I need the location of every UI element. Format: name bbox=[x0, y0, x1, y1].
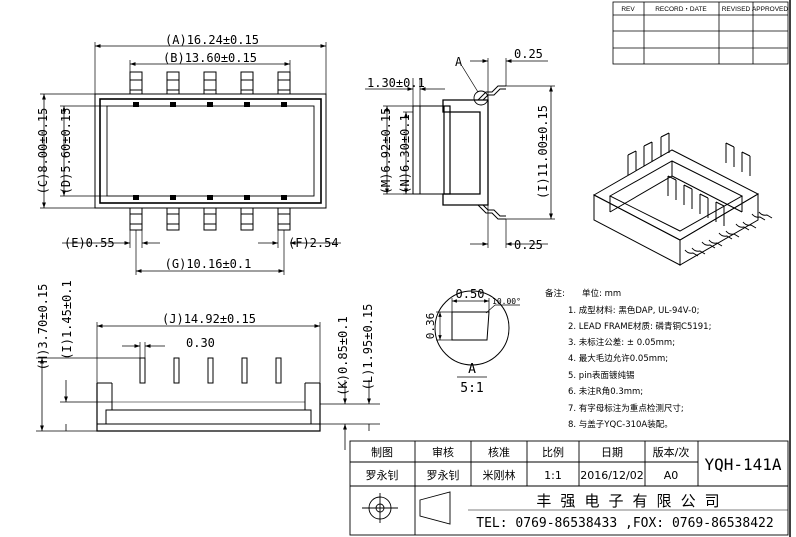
tb-value-drawn: 罗永钊 bbox=[366, 468, 399, 482]
dim-025-top-label: 0.25 bbox=[514, 47, 543, 61]
dim-c-label: (C)8.00±0.15 bbox=[36, 108, 50, 195]
notes-title: 备注: bbox=[545, 288, 565, 299]
rev-header-approved: APPROVED bbox=[752, 6, 788, 13]
notes-unit: 单位: mm bbox=[582, 288, 621, 299]
dim-m-label: (M)6.92±0.15 bbox=[379, 108, 393, 195]
dim-f-label: (F)2.54 bbox=[288, 236, 339, 250]
front-view bbox=[36, 322, 380, 450]
note-item: 2. LEAD FRAME材质: 磷青铜C5191; bbox=[568, 321, 711, 332]
note-item: 8. 与盖子YQC-310A装配。 bbox=[568, 419, 673, 430]
dim-a-label: (A)16.24±0.15 bbox=[165, 33, 259, 47]
dim-050-label: 0.50 bbox=[456, 287, 485, 301]
top-view bbox=[40, 42, 341, 275]
company-contact: TEL: 0769-86538433 ,FOX: 0769-86538422 bbox=[476, 516, 773, 531]
rev-header-revised: REVISED bbox=[722, 6, 751, 13]
dim-130-label: 1.30±0.1 bbox=[367, 76, 425, 90]
dim-036-label: 0.36 bbox=[424, 313, 437, 340]
tb-header-drawn: 制图 bbox=[371, 446, 393, 459]
detail-a-marker: A bbox=[455, 55, 463, 69]
tb-value-checked: 罗永钊 bbox=[427, 468, 460, 482]
tb-value-scale: 1:1 bbox=[544, 469, 562, 482]
part-number: YQH-141A bbox=[704, 455, 781, 474]
tb-header-scale: 比例 bbox=[542, 445, 564, 459]
dim-angle-label: 10.00° bbox=[492, 297, 521, 306]
tb-header-version: 版本/次 bbox=[653, 445, 690, 459]
dim-g-label: (G)10.16±0.1 bbox=[165, 257, 252, 271]
dim-n-label: (N)6.30±0.1 bbox=[398, 114, 412, 193]
note-item: 4. 最大毛边允许0.05mm; bbox=[568, 353, 668, 364]
dim-h-label: (H)3.70±0.15 bbox=[36, 284, 50, 371]
note-item: 3. 未标注公差: ± 0.05mm; bbox=[568, 337, 675, 348]
note-item: 7. 有字母标注为重点检测尺寸; bbox=[568, 403, 684, 414]
tb-header-date: 日期 bbox=[601, 446, 623, 459]
title-block bbox=[349, 440, 789, 536]
dim-030-label: 0.30 bbox=[186, 336, 215, 350]
company-name: 丰 强 电 子 有 限 公 司 bbox=[536, 492, 719, 510]
dim-025-bottom-label: 0.25 bbox=[514, 238, 543, 252]
detail-view-a bbox=[434, 290, 520, 378]
rev-header-rev: REV bbox=[621, 6, 635, 13]
detail-label: A bbox=[468, 362, 476, 377]
note-item: 6. 未注R角0.3mm; bbox=[568, 386, 643, 397]
dim-l-label: (L)1.95±0.15 bbox=[361, 304, 375, 391]
dim-b-label: (B)13.60±0.15 bbox=[163, 51, 257, 65]
tb-header-checked: 审核 bbox=[432, 445, 454, 459]
dim-e-label: (E)0.55 bbox=[64, 236, 115, 250]
note-item: 5. pin表面镀纯锡 bbox=[568, 370, 635, 381]
note-item: 1. 成型材料: 黑色DAP, UL-94V-0; bbox=[568, 305, 699, 316]
dim-i2-label: (I)1.45±0.1 bbox=[60, 280, 74, 359]
revision-table bbox=[612, 1, 789, 65]
projection-symbol-icon bbox=[362, 491, 451, 525]
tb-value-date: 2016/12/02 bbox=[580, 469, 643, 482]
dim-i-label: (I)11.00±0.15 bbox=[536, 105, 550, 199]
dim-k-label: (K)0.85±0.1 bbox=[336, 316, 350, 395]
tb-value-version: A0 bbox=[664, 469, 679, 482]
dim-d-label: (D)5.60±0.15 bbox=[59, 108, 73, 195]
rev-header-record-date: RECORD・DATE bbox=[655, 6, 707, 13]
tb-value-approved: 米刚林 bbox=[483, 468, 516, 482]
side-view bbox=[365, 58, 555, 248]
dim-j-label: (J)14.92±0.15 bbox=[162, 312, 256, 326]
tb-header-approved: 核准 bbox=[488, 445, 510, 459]
detail-scale: 5:1 bbox=[460, 381, 483, 396]
isometric-view bbox=[592, 132, 773, 266]
